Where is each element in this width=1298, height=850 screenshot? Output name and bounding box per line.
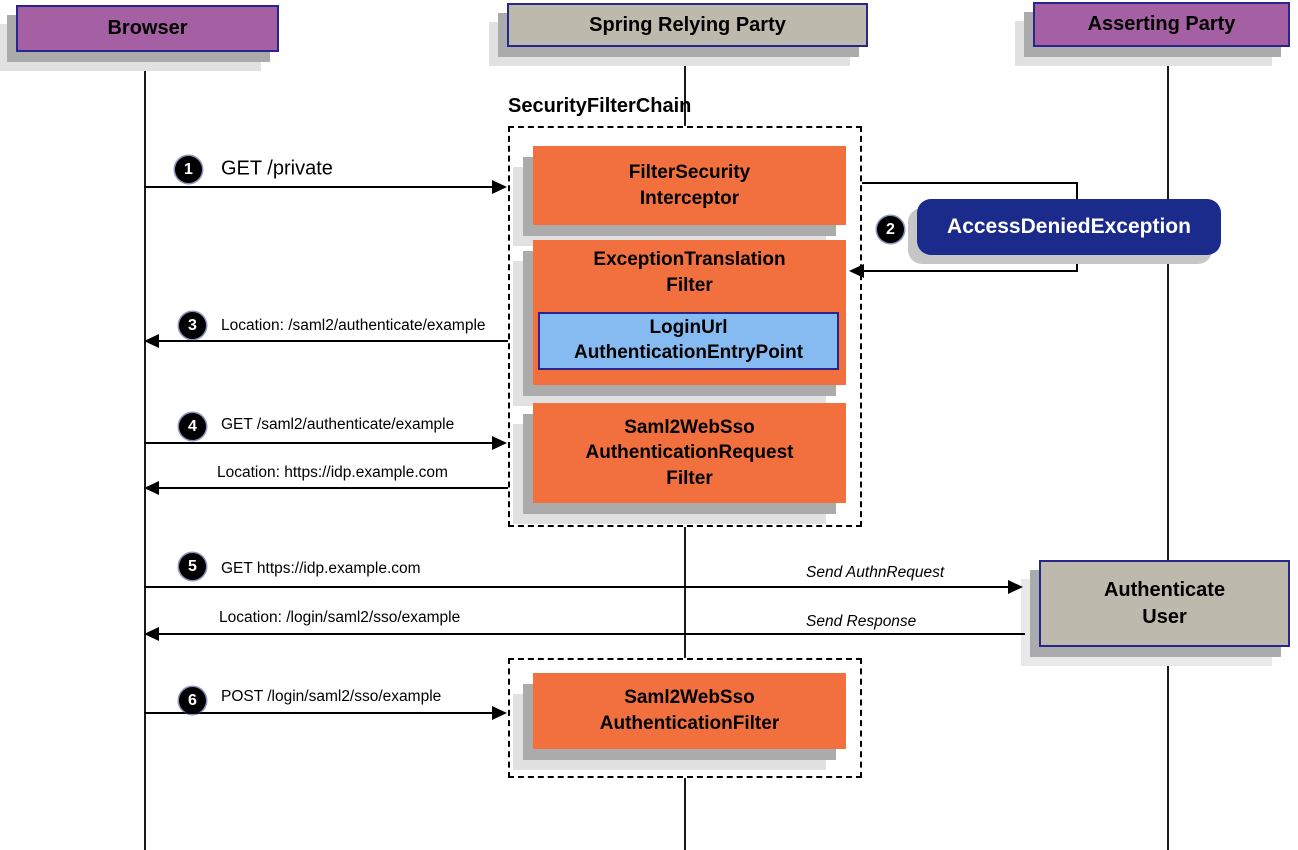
message-post-login-sso: POST /login/saml2/sso/example (221, 688, 442, 705)
actor-asserting-party-label: Asserting Party (1087, 13, 1236, 35)
authenticate-user-label: Authenticate User (1103, 578, 1226, 628)
saml2-authentication-request-filter-box: Saml2WebSso AuthenticationRequest Filter (533, 403, 846, 503)
message-get-saml2-authenticate: GET /saml2/authenticate/example (221, 416, 455, 433)
asserting-party-lifeline (1167, 47, 1169, 850)
exception-connector-top (862, 182, 1078, 184)
saml2-authentication-filter-label: Saml2WebSso AuthenticationFilter (599, 687, 780, 734)
arrow-location-saml2-authenticate (144, 333, 508, 348)
saml2-authentication-filter-box: Saml2WebSso AuthenticationFilter (533, 673, 846, 749)
access-denied-exception-label: AccessDeniedException (947, 215, 1191, 238)
step-4-badge: 4 (179, 413, 206, 440)
actor-browser-label: Browser (107, 17, 188, 39)
arrow-post-login-sso (144, 705, 507, 720)
arrowhead-left-icon (144, 333, 159, 348)
step-5-badge: 5 (179, 553, 206, 580)
arrow-location-idp (144, 480, 508, 495)
login-url-authentication-entry-point-box: LoginUrl AuthenticationEntryPoint (538, 312, 839, 370)
message-location-idp: Location: https://idp.example.com (217, 464, 448, 481)
actor-relying-party-label: Spring Relying Party (589, 13, 786, 36)
step-1-badge: 1 (175, 156, 202, 183)
arrowhead-left-icon (144, 480, 159, 495)
security-filter-chain-title: SecurityFilterChain (508, 95, 692, 117)
access-denied-exception-box: AccessDeniedException (917, 199, 1221, 255)
message-send-authn-request: Send AuthnRequest (806, 564, 945, 581)
message-send-response: Send Response (806, 613, 917, 630)
arrow-get-saml2-authenticate (144, 435, 507, 450)
browser-lifeline (144, 52, 146, 850)
message-location-saml2-authenticate: Location: /saml2/authenticate/example (221, 317, 486, 334)
arrowhead-right-icon (492, 179, 507, 194)
message-get-idp: GET https://idp.example.com (221, 560, 421, 577)
actor-browser: Browser (16, 5, 279, 52)
exception-connector-return (849, 263, 1078, 278)
actor-relying-party: Spring Relying Party (507, 3, 868, 47)
step-2-badge: 2 (877, 216, 904, 243)
actor-asserting-party: Asserting Party (1033, 2, 1290, 47)
filter-security-interceptor-label: FilterSecurity Interceptor (628, 161, 751, 209)
message-get-private: GET /private (221, 157, 333, 180)
arrowhead-right-icon (492, 435, 507, 450)
arrowhead-right-icon (492, 705, 507, 720)
arrow-location-login-sso (144, 626, 1025, 641)
login-url-authentication-entry-point-label: LoginUrl AuthenticationEntryPoint (573, 317, 804, 363)
step-3-badge: 3 (179, 312, 206, 339)
authenticate-user-box: Authenticate User (1039, 560, 1290, 647)
filter-security-interceptor-box: FilterSecurity Interceptor (533, 146, 846, 225)
arrow-get-idp (144, 579, 1023, 594)
arrowhead-right-icon (1008, 579, 1023, 594)
arrow-get-private (144, 179, 507, 194)
step-6-badge: 6 (179, 687, 206, 714)
arrowhead-left-icon (144, 626, 159, 641)
saml2-authentication-request-filter-label: Saml2WebSso AuthenticationRequest Filter (585, 416, 794, 489)
message-location-login-sso: Location: /login/saml2/sso/example (219, 609, 461, 626)
exception-translation-filter-label: ExceptionTranslation Filter (593, 249, 786, 296)
arrowhead-left-icon (849, 263, 864, 278)
